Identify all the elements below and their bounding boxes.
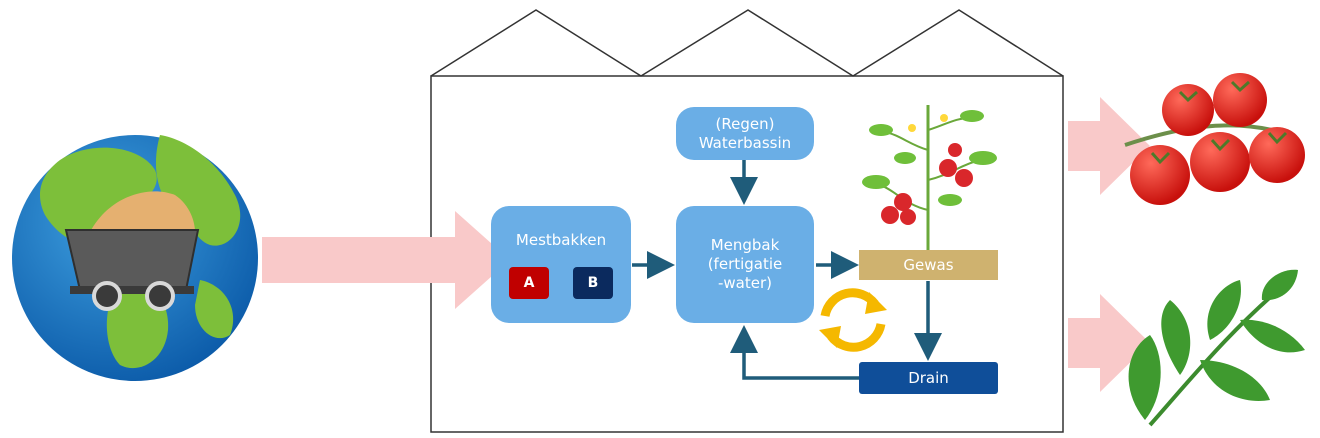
input-flow-arrow (262, 211, 510, 309)
output-fruit-arrow (1068, 97, 1150, 195)
tank-b-label: B (587, 275, 599, 291)
tomato-leaf-icon (1128, 269, 1305, 427)
recycle-icon (819, 288, 887, 352)
drain-label: Drain (908, 368, 949, 387)
tomato-truss-icon (1124, 73, 1305, 205)
waterbassin-box: (Regen) Waterbassin (676, 107, 814, 160)
gewas-box: Gewas (859, 250, 998, 280)
mine-cart-icon (64, 191, 200, 311)
mestbakken-box: Mestbakken A B (491, 206, 631, 323)
tank-b-badge: B (573, 267, 613, 299)
waterbassin-label: (Regen) Waterbassin (698, 114, 792, 152)
tank-a-label: A (523, 275, 535, 291)
gewas-label: Gewas (903, 255, 954, 274)
connector-arrows (632, 160, 942, 380)
output-leaf-arrow (1068, 294, 1150, 392)
mengbak-box: Mengbak (fertigatie -water) (676, 206, 814, 323)
tomato-plant-icon (862, 105, 997, 250)
mestbakken-label: Mestbakken (515, 231, 607, 249)
mengbak-label: Mengbak (fertigatie -water) (707, 236, 783, 292)
drain-box: Drain (859, 362, 998, 394)
arrow-drain-to-mengbak (730, 325, 859, 380)
tank-a-badge: A (509, 267, 549, 299)
